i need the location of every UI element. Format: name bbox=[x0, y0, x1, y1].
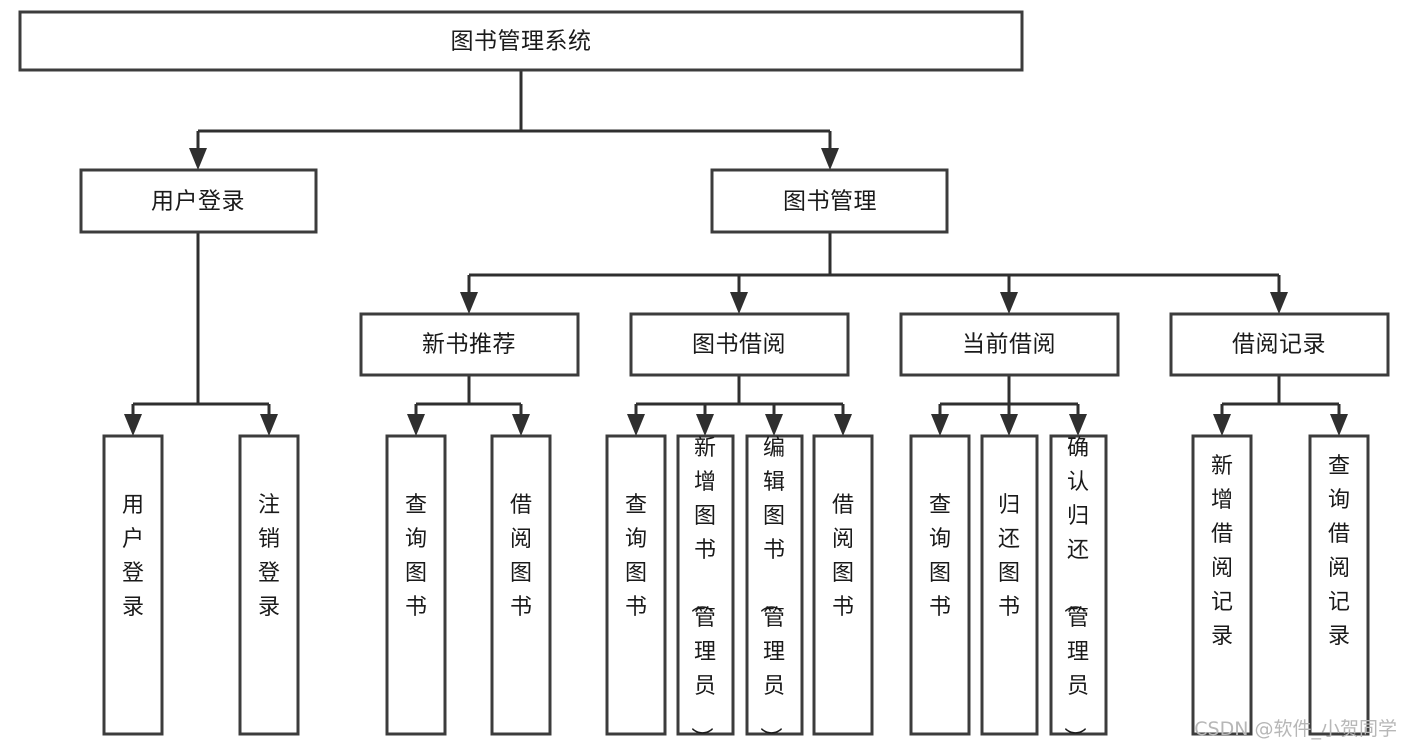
leaf-query-book-1-label: 查询图书 bbox=[405, 493, 427, 620]
connectors-root-to-level2 bbox=[189, 70, 839, 170]
node-book-borrow-label: 图书借阅 bbox=[692, 332, 786, 358]
connectors-borrow-record-to-leaves bbox=[1213, 375, 1348, 436]
leaf-user-login-box[interactable] bbox=[102, 434, 164, 736]
leaf-query-book-2[interactable]: 查询图书 bbox=[605, 434, 667, 736]
leaf-user-logout[interactable]: 注销登录 bbox=[238, 434, 300, 736]
leaf-query-record[interactable]: 查询借阅记录 bbox=[1308, 434, 1370, 736]
csdn-watermark: CSDN @软件_小贺同学 bbox=[1194, 718, 1397, 740]
arrow-to-book-borrow bbox=[730, 292, 748, 314]
leaf-add-book-box[interactable] bbox=[676, 434, 735, 736]
arrow-to-leaf-user-login bbox=[124, 414, 142, 436]
arrow-to-leaf-add-book bbox=[696, 414, 714, 436]
leaf-borrow-book-1-box[interactable] bbox=[490, 434, 552, 736]
leaf-borrow-book-1[interactable]: 借阅图书 bbox=[490, 434, 552, 736]
node-book-manage-label: 图书管理 bbox=[783, 189, 877, 215]
leaf-query-book-1-box[interactable] bbox=[385, 434, 447, 736]
arrow-to-book-manage bbox=[821, 148, 839, 170]
node-user-login-box[interactable] bbox=[79, 168, 318, 234]
node-book-manage-box[interactable] bbox=[710, 168, 949, 234]
node-user-login[interactable]: 用户登录 bbox=[79, 168, 318, 234]
arrow-to-leaf-query-book-1 bbox=[407, 414, 425, 436]
leaf-return-book-box[interactable] bbox=[980, 434, 1039, 736]
leaf-add-record-box[interactable] bbox=[1191, 434, 1253, 736]
leaf-return-book[interactable]: 归还图书 bbox=[980, 434, 1039, 736]
node-current-borrow-label: 当前借阅 bbox=[962, 332, 1056, 358]
arrow-to-leaf-confirm-return bbox=[1069, 414, 1087, 436]
leaf-edit-book[interactable]: 编辑图书（管理员） bbox=[745, 434, 804, 747]
leaf-edit-book-box[interactable] bbox=[745, 434, 804, 736]
leaf-borrow-book-2-box[interactable] bbox=[812, 434, 874, 736]
arrow-to-leaf-borrow-book-2 bbox=[834, 414, 852, 436]
arrow-to-leaf-user-logout bbox=[260, 414, 278, 436]
leaf-user-login-label: 用户登录 bbox=[122, 493, 144, 620]
arrow-to-leaf-edit-book bbox=[765, 414, 783, 436]
arrow-to-user-login bbox=[189, 148, 207, 170]
node-root[interactable]: 图书管理系统 bbox=[18, 10, 1024, 72]
leaf-user-login[interactable]: 用户登录 bbox=[102, 434, 164, 736]
arrow-to-leaf-borrow-book-1 bbox=[512, 414, 530, 436]
arrow-to-new-book-recommend bbox=[460, 292, 478, 314]
leaf-query-book-1[interactable]: 查询图书 bbox=[385, 434, 447, 736]
node-user-login-label: 用户登录 bbox=[151, 189, 245, 215]
leaf-borrow-book-2[interactable]: 借阅图书 bbox=[812, 434, 874, 736]
leaf-return-book-label: 归还图书 bbox=[998, 493, 1020, 620]
leaf-confirm-return-box[interactable] bbox=[1049, 434, 1108, 736]
node-current-borrow-box[interactable] bbox=[899, 312, 1120, 377]
leaf-borrow-book-1-label: 借阅图书 bbox=[510, 493, 532, 620]
leaf-query-book-3-box[interactable] bbox=[909, 434, 971, 736]
node-new-book-recommend[interactable]: 新书推荐 bbox=[359, 312, 580, 377]
leaf-query-record-box[interactable] bbox=[1308, 434, 1370, 736]
connectors-user-login-to-leaves bbox=[124, 232, 278, 436]
arrow-to-current-borrow bbox=[1000, 292, 1018, 314]
node-book-borrow[interactable]: 图书借阅 bbox=[629, 312, 850, 377]
leaf-query-book-2-box[interactable] bbox=[605, 434, 667, 736]
node-borrow-record-box[interactable] bbox=[1169, 312, 1390, 377]
node-book-manage[interactable]: 图书管理 bbox=[710, 168, 949, 234]
connectors-book-borrow-to-leaves bbox=[627, 375, 852, 436]
leaf-user-logout-box[interactable] bbox=[238, 434, 300, 736]
node-root-box[interactable] bbox=[18, 10, 1024, 72]
leaf-borrow-book-2-label: 借阅图书 bbox=[832, 493, 854, 620]
leaf-edit-book-label: 编辑图书（管理员） bbox=[757, 436, 785, 747]
leaf-confirm-return[interactable]: 确认归还（管理员） bbox=[1049, 434, 1108, 747]
node-new-book-recommend-box[interactable] bbox=[359, 312, 580, 377]
leaf-add-book-label: 新增图书（管理员） bbox=[688, 436, 716, 747]
leaf-add-book[interactable]: 新增图书（管理员） bbox=[676, 434, 735, 747]
leaf-query-book-2-label: 查询图书 bbox=[625, 493, 647, 620]
node-book-borrow-box[interactable] bbox=[629, 312, 850, 377]
arrow-to-leaf-query-book-3 bbox=[931, 414, 949, 436]
leaf-query-book-3[interactable]: 查询图书 bbox=[909, 434, 971, 736]
arrow-to-leaf-add-record bbox=[1213, 414, 1231, 436]
node-borrow-record-label: 借阅记录 bbox=[1232, 332, 1326, 358]
leaf-confirm-return-label: 确认归还（管理员） bbox=[1061, 436, 1089, 747]
arrow-to-borrow-record bbox=[1270, 292, 1288, 314]
leaf-query-record-label: 查询借阅记录 bbox=[1328, 454, 1350, 649]
node-current-borrow[interactable]: 当前借阅 bbox=[899, 312, 1120, 377]
connectors-new-book-recommend-to-leaves bbox=[407, 375, 530, 436]
node-root-label: 图书管理系统 bbox=[451, 29, 592, 55]
node-borrow-record[interactable]: 借阅记录 bbox=[1169, 312, 1390, 377]
leaf-add-record-label: 新增借阅记录 bbox=[1211, 454, 1233, 649]
connectors-current-borrow-to-leaves bbox=[931, 375, 1087, 436]
leaf-add-record[interactable]: 新增借阅记录 bbox=[1191, 434, 1253, 736]
leaf-user-logout-label: 注销登录 bbox=[258, 493, 280, 620]
leaf-query-book-3-label: 查询图书 bbox=[929, 493, 951, 620]
node-new-book-recommend-label: 新书推荐 bbox=[422, 332, 516, 358]
connectors-book-manage-to-level3 bbox=[460, 232, 1288, 314]
arrow-to-leaf-query-book-2 bbox=[627, 414, 645, 436]
arrow-to-leaf-return-book bbox=[1000, 414, 1018, 436]
arrow-to-leaf-query-record bbox=[1330, 414, 1348, 436]
